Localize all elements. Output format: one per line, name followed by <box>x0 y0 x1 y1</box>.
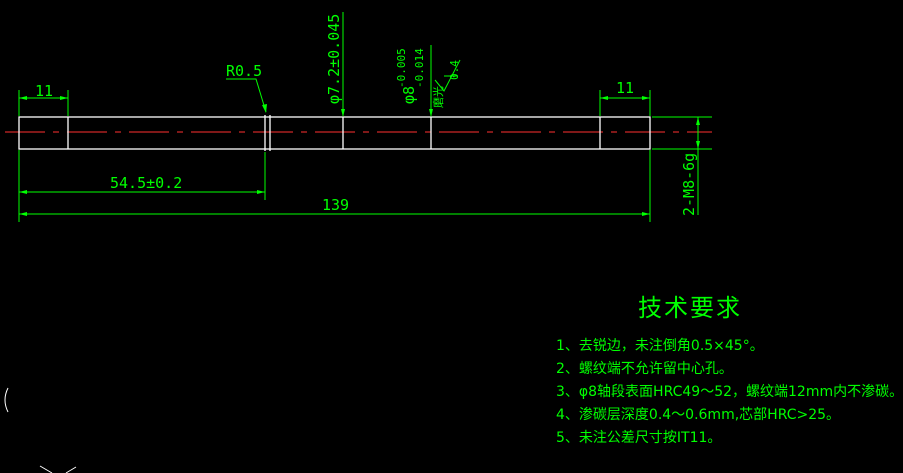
dimension-arrows <box>19 96 700 216</box>
dim-total-length: 139 <box>322 196 349 214</box>
technical-requirements: 技术要求 1、去锐边，未注倒角0.5×45°。 2、螺纹端不允许留中心孔。 3、… <box>556 288 903 450</box>
dim-groove-diameter: φ7.2±0.045 <box>325 14 343 104</box>
shaft-drawing: 11 11 R0.5 54.5±0.2 139 φ7.2±0.045 φ8 -0… <box>4 12 712 473</box>
dim-right-11: 11 <box>616 79 634 97</box>
dim-shaft-diameter: φ8 <box>400 86 418 104</box>
ucs-icon <box>4 387 77 473</box>
tech-requirement-item: 1、去锐边，未注倒角0.5×45°。 <box>556 338 764 354</box>
dim-thread: 2-M8-6g <box>680 153 698 216</box>
shaft-outline <box>18 115 651 151</box>
tech-requirements-title: 技术要求 <box>638 294 742 322</box>
dim-left-11: 11 <box>35 82 53 100</box>
tech-requirement-item: 4、渗碳层深度0.4～0.6mm,芯部HRC>25。 <box>556 407 841 423</box>
dim-shaft-tol-lower: -0.014 <box>413 48 426 88</box>
dim-section-length: 54.5±0.2 <box>110 174 182 192</box>
roughness-label: 磨光 <box>431 86 445 108</box>
dim-shaft-tol-upper: -0.005 <box>395 48 408 88</box>
roughness-value: 0.4 <box>448 60 461 80</box>
dimension-lines <box>18 12 712 222</box>
tech-requirement-item: 5、未注公差尺寸按IT11。 <box>556 430 722 446</box>
tech-requirement-item: 3、φ8轴段表面HRC49～52，螺纹端12mm内不渗碳。 <box>556 384 903 400</box>
tech-requirement-item: 2、螺纹端不允许留中心孔。 <box>556 361 733 377</box>
dim-fillet: R0.5 <box>226 62 262 80</box>
